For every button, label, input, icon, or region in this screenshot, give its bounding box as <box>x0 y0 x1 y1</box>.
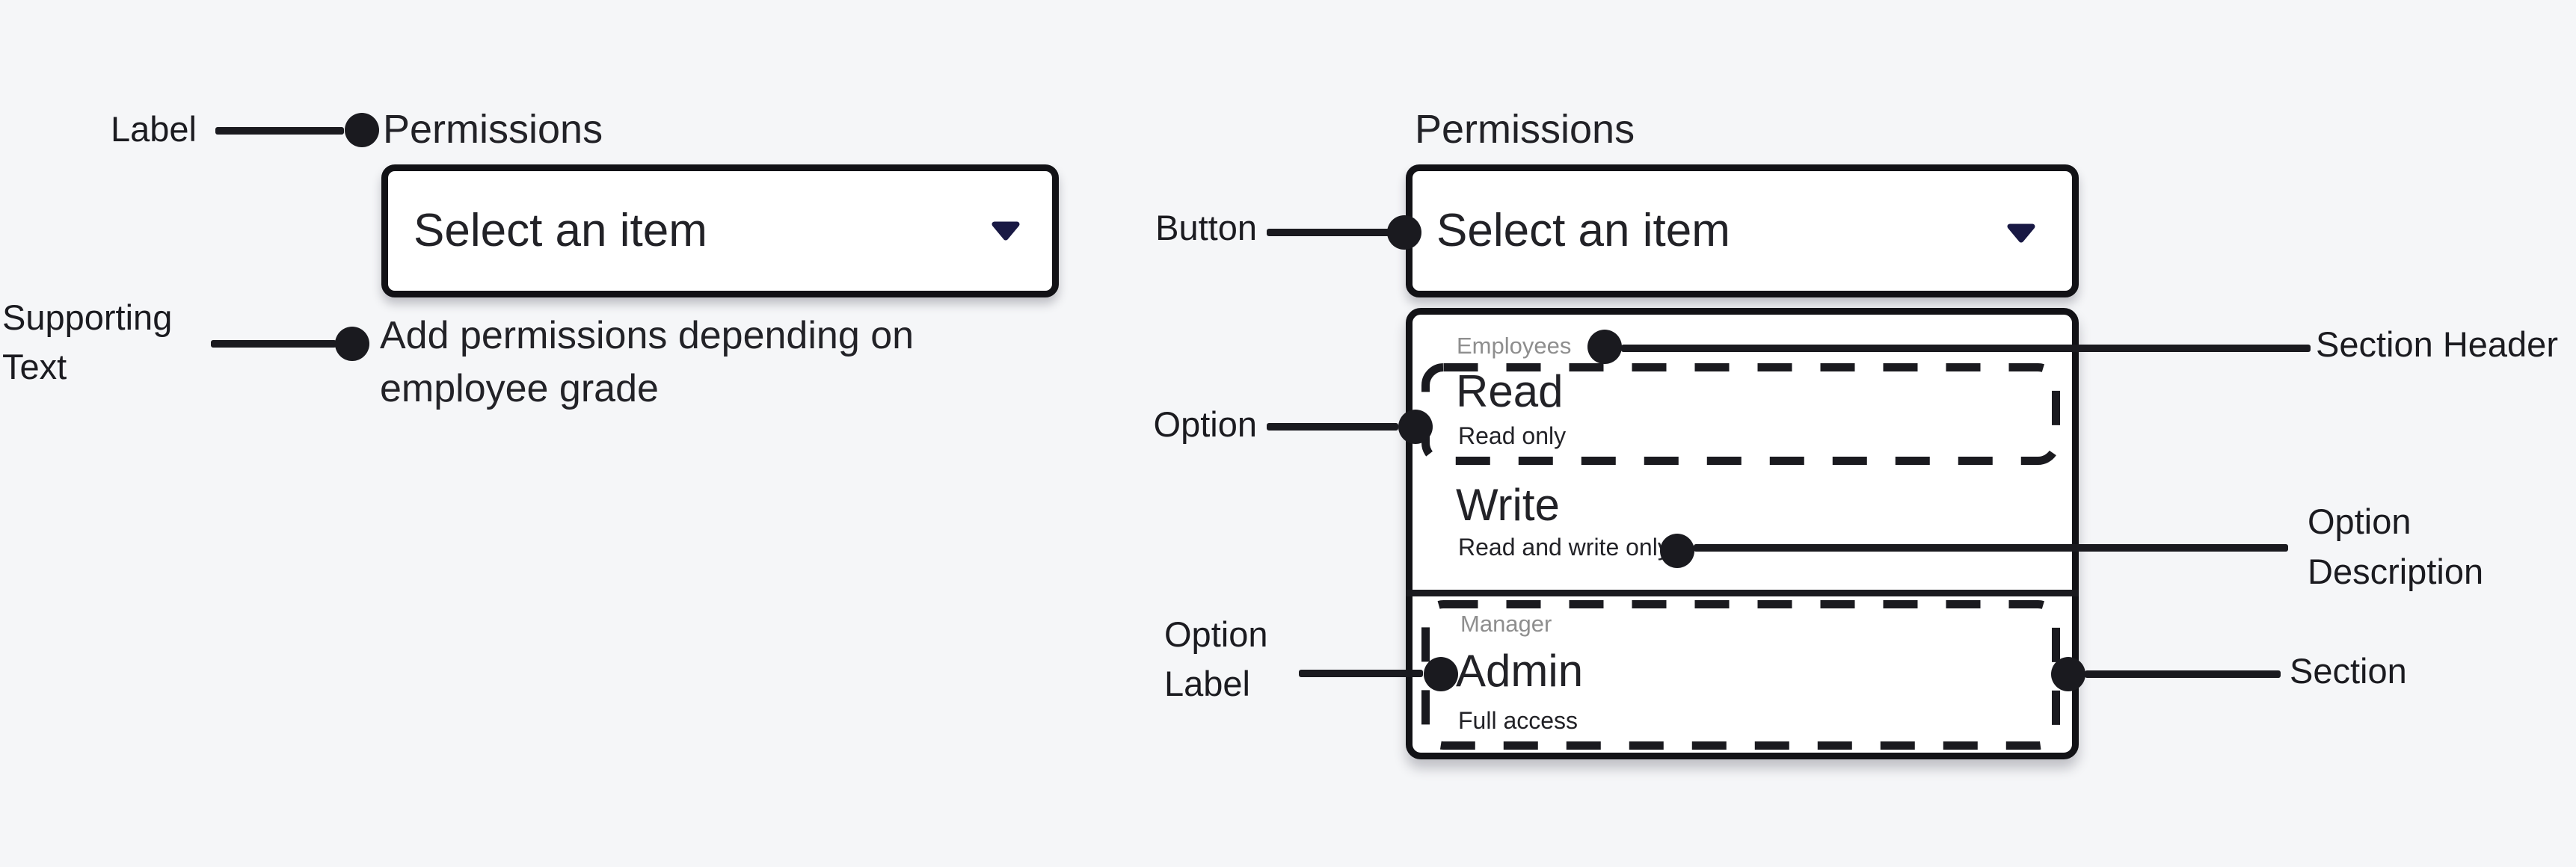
annotation-button: Button <box>1155 208 1257 247</box>
annotation-supporting-text: Supporting Text <box>2 297 173 386</box>
annotation-option-description-line <box>1694 544 2288 552</box>
annotation-section-header-line <box>1621 345 2311 352</box>
annotation-option-label: Option Label <box>1164 614 1268 703</box>
option-admin[interactable]: Admin Full access <box>1421 635 2060 747</box>
right-select-button[interactable]: Select an item <box>1406 164 2079 297</box>
right-field-label: Permissions <box>1415 107 1635 152</box>
left-field-label: Permissions <box>383 107 603 152</box>
section-divider <box>1406 590 2079 596</box>
annotation-option-label-line <box>1299 670 1423 677</box>
option-dashed-outline <box>1421 363 2060 469</box>
annotation-option: Option <box>1153 404 1257 444</box>
annotation-section-header-dot <box>1587 330 1622 364</box>
option-write-label: Write <box>1456 480 1560 530</box>
annotation-label-line <box>215 127 344 135</box>
annotation-option-description: Option Description <box>2308 502 2484 591</box>
chevron-down-icon <box>2006 223 2036 247</box>
section-header-manager: Manager <box>1460 611 1552 637</box>
annotation-option-description-dot <box>1660 534 1694 568</box>
annotation-button-line <box>1267 229 1391 236</box>
left-select-button[interactable]: Select an item <box>381 164 1059 297</box>
annotation-option-label-dot <box>1424 657 1458 691</box>
annotation-section-line <box>2085 670 2281 678</box>
annotation-supporting-text-line <box>211 340 336 348</box>
option-admin-label: Admin <box>1456 646 1584 696</box>
left-select-value: Select an item <box>414 205 707 256</box>
annotation-label-dot <box>345 113 379 147</box>
annotation-label: Label <box>111 109 197 149</box>
option-read-description: Read only <box>1458 422 1567 449</box>
chevron-down-icon <box>991 221 1021 245</box>
option-write-description: Read and write only <box>1458 534 1670 561</box>
annotation-section-header: Section Header <box>2316 324 2558 364</box>
option-read-label: Read <box>1456 366 1564 416</box>
left-supporting-text: Add permissions depending on employee gr… <box>380 314 914 410</box>
annotation-button-dot <box>1387 215 1421 250</box>
annotation-option-dot <box>1398 410 1433 444</box>
option-read[interactable]: Read Read only <box>1421 363 2060 465</box>
right-select-value: Select an item <box>1436 205 1730 256</box>
section-header-employees: Employees <box>1457 333 1572 359</box>
annotation-supporting-text-dot <box>335 327 369 361</box>
listbox-panel <box>1406 308 2079 759</box>
option-write[interactable]: Write Read and write only <box>1421 471 2060 576</box>
annotation-section-dot <box>2051 657 2085 691</box>
annotation-section: Section <box>2290 651 2407 691</box>
option-admin-description: Full access <box>1458 707 1579 734</box>
annotation-option-line <box>1267 423 1398 431</box>
